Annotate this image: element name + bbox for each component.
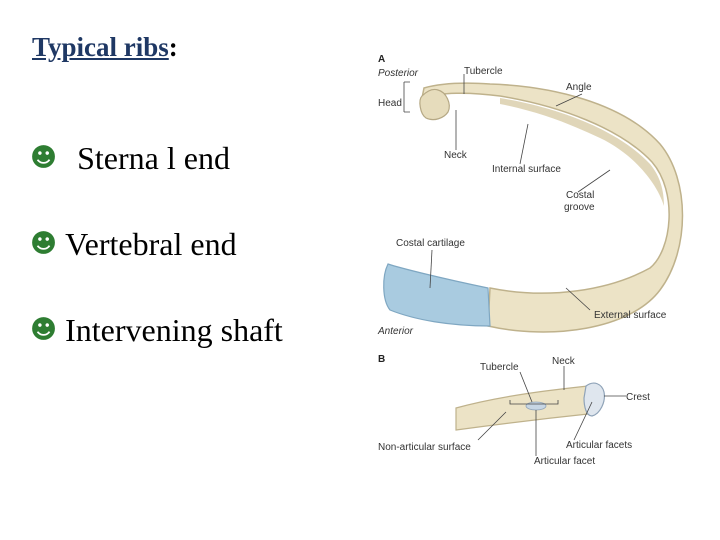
costal-cartilage-leader <box>429 249 433 289</box>
panel-b-rib-illustration <box>455 382 605 431</box>
costal-groove-label-line2: groove <box>564 202 595 213</box>
crest-label: Crest <box>626 392 650 403</box>
bullet-list: ☻ Sterna l end ☻ Vertebral end ☻ Interve… <box>30 136 283 394</box>
articular-facets-label: Articular facets <box>566 440 632 451</box>
panel-a-label: A <box>378 54 385 65</box>
bullet-item-sternal-end: ☻ Sterna l end <box>30 136 283 222</box>
articular-facets-leader <box>573 401 593 441</box>
rib-anatomy-figure: A Posterior Tubercle Angle Head Neck Int… <box>377 54 684 467</box>
angle-leader <box>555 93 583 107</box>
non-articular-bracket <box>509 400 559 405</box>
anterior-label: Anterior <box>377 326 414 337</box>
neck-b-label: Neck <box>552 356 576 367</box>
external-surface-leader <box>565 287 591 311</box>
costal-groove-label-line1: Costal <box>566 190 594 201</box>
neck-label: Neck <box>444 150 468 161</box>
smiley-bullet-icon: ☻ <box>30 143 58 173</box>
tubercle-b-leader <box>519 371 533 403</box>
bullet-item-intervening-shaft: ☻ Intervening shaft <box>30 308 283 394</box>
internal-surface-leader <box>519 123 529 165</box>
tubercle-b-label: Tubercle <box>480 362 519 373</box>
title-colon: : <box>168 32 178 62</box>
costal-cartilage <box>383 263 491 327</box>
posterior-label: Posterior <box>378 68 419 79</box>
bullet-item-vertebral-end: ☻ Vertebral end <box>30 222 283 308</box>
head-bracket <box>403 81 410 113</box>
costal-cartilage-label: Costal cartilage <box>396 238 465 249</box>
articular-facet-label: Articular facet <box>534 456 595 467</box>
panel-b-label: B <box>378 354 385 365</box>
panel-a-rib-illustration <box>383 82 684 333</box>
rib-head-b <box>583 382 605 417</box>
smiley-bullet-icon: ☻ <box>30 229 58 259</box>
panel-a-leader-lines <box>403 74 611 311</box>
non-articular-surface-label: Non-articular surface <box>378 442 471 453</box>
slide-title: Typical ribs: <box>32 32 178 63</box>
external-surface-label: External surface <box>594 310 667 321</box>
costal-groove-leader <box>577 169 611 193</box>
bullet-text: Sterna l end <box>77 140 230 176</box>
smiley-bullet-icon: ☻ <box>30 315 58 345</box>
internal-surface-label: Internal surface <box>492 164 561 175</box>
head-label: Head <box>378 98 402 109</box>
rib-head <box>419 88 450 121</box>
rib-inner-shadow <box>500 98 664 206</box>
tubercle-facet <box>525 401 547 411</box>
non-articular-leader <box>477 411 507 441</box>
panel-b-leader-lines <box>477 366 626 456</box>
title-text: Typical ribs <box>32 32 169 62</box>
angle-label: Angle <box>566 82 592 93</box>
bullet-text: Vertebral end <box>65 226 237 262</box>
bullet-text: Intervening shaft <box>65 312 283 348</box>
tubercle-label: Tubercle <box>464 66 503 77</box>
